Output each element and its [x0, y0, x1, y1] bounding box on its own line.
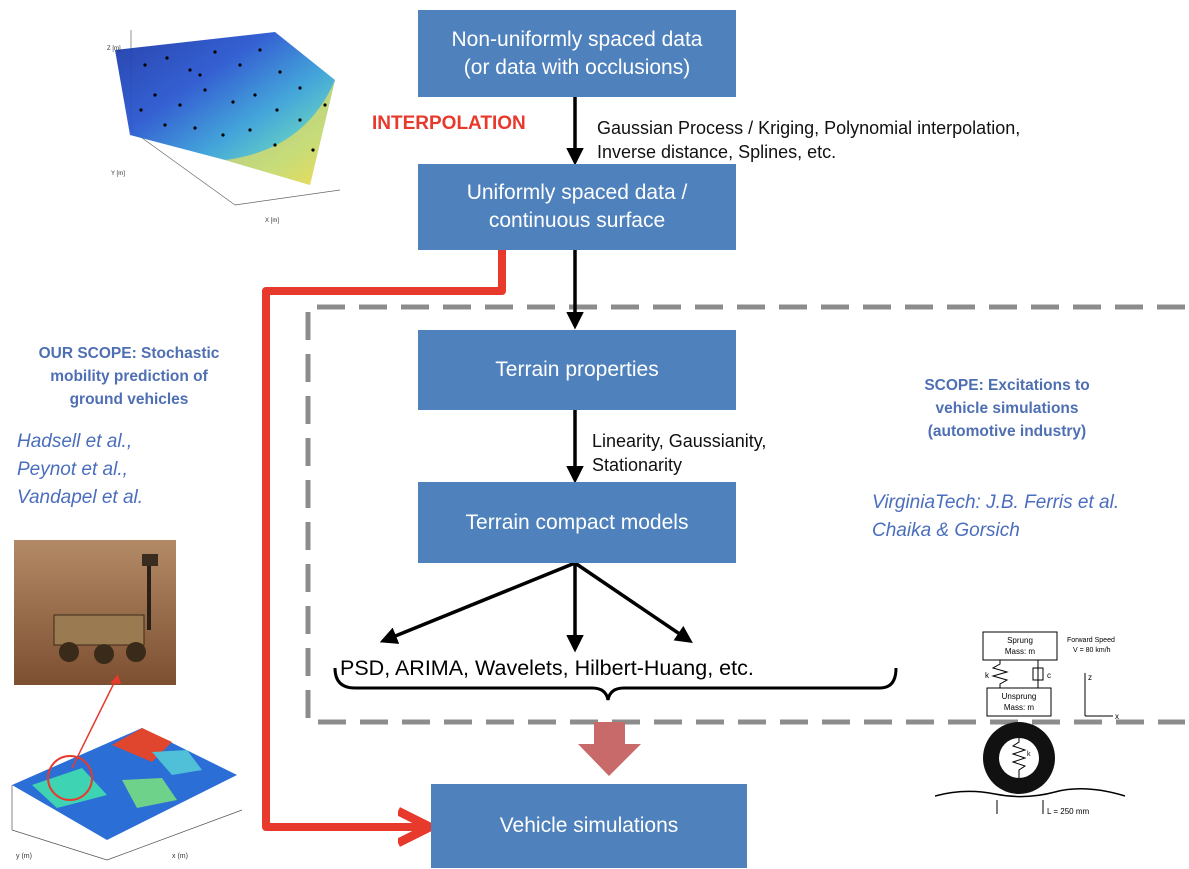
forward-speed-line1: Forward Speed	[1067, 637, 1115, 644]
surface-plot-zlabel: Z [m]	[107, 46, 121, 52]
auto-scope-title: SCOPE: Excitations to vehicle simulation…	[896, 374, 1118, 443]
interpolation-methods-line2: Inverse distance, Splines, etc.	[597, 142, 837, 162]
box-vehicle-simulations: Vehicle simulations	[431, 784, 747, 868]
surface-plot-xlabel: X [m]	[265, 218, 279, 224]
scope-dashed-border	[305, 304, 1185, 725]
ref-chaika: Chaika & Gorsich	[872, 520, 1020, 541]
arrow-models-to-hilbert	[574, 561, 693, 643]
models-brace	[333, 667, 898, 701]
base-length-label: L = 250 mm	[1047, 807, 1090, 816]
forward-speed-line2: V = 80 km/h	[1073, 647, 1111, 654]
box-vehicle-simulations-label: Vehicle simulations	[499, 814, 679, 837]
our-scope-references: Hadsell et al., Peynot et al., Vandapel …	[17, 428, 143, 512]
terrain-tests-line2: Stationarity	[592, 455, 683, 475]
box-nonuniform-line1: Non-uniformly spaced data	[451, 27, 703, 51]
surface-plot-ylabel: Y [m]	[111, 171, 125, 177]
box-compact-models-label: Terrain compact models	[465, 510, 689, 534]
terrain-tests: Linearity, Gaussianity, Stationarity	[592, 429, 766, 477]
terrain-plot-xlabel: x (m)	[172, 853, 188, 860]
sprung-mass-line2: Mass: m	[1005, 647, 1036, 656]
models-to-simulation-arrow	[578, 722, 641, 776]
box-uniform-data: Uniformly spaced data / continuous surfa…	[418, 164, 736, 250]
box-nonuniform-line2: (or data with occlusions)	[463, 55, 691, 79]
terrain-colormap-plot: y (m) x (m)	[11, 728, 243, 861]
surface-plot-3d: X [m] Y [m] Z [m]	[107, 30, 341, 224]
box-terrain-properties-label: Terrain properties	[495, 358, 659, 381]
unsprung-mass-line2: Mass: m	[1004, 703, 1035, 712]
ref-peynot: Peynot et al.,	[17, 459, 128, 480]
ref-virginiatech: VirginiaTech: J.B. Ferris et al.	[872, 492, 1120, 513]
model-types-list: PSD, ARIMA, Wavelets, Hilbert-Huang, etc…	[340, 656, 754, 680]
interpolation-label: INTERPOLATION	[372, 113, 526, 134]
terrain-tests-line1: Linearity, Gaussianity,	[592, 431, 767, 451]
rover-photo	[14, 540, 176, 685]
axis-z-label: z	[1088, 673, 1092, 682]
damper-cs-label: c	[1047, 671, 1051, 680]
box-uniform-line2: continuous surface	[488, 209, 666, 232]
our-scope-line3: ground vehicles	[69, 391, 189, 408]
interpolation-methods: Gaussian Process / Kriging, Polynomial i…	[597, 116, 1020, 164]
our-scope-line1: OUR SCOPE: Stochastic	[38, 345, 220, 362]
terrain-plot-ylabel: y (m)	[16, 853, 32, 860]
auto-scope-line1: SCOPE: Excitations to	[924, 377, 1090, 394]
red-bypass-arrow	[262, 250, 506, 827]
tire-kt-label: k	[1027, 751, 1031, 758]
our-scope-title: OUR SCOPE: Stochastic mobility predictio…	[18, 342, 240, 411]
spring-ks-label: k	[985, 671, 990, 680]
unsprung-mass-line1: Unsprung	[1002, 692, 1037, 701]
arrow-models-to-psd	[379, 561, 576, 644]
sample-points	[139, 48, 327, 152]
box-terrain-compact-models: Terrain compact models	[418, 482, 736, 563]
quarter-car-model: Sprung Mass: m Forward Speed V = 80 km/h…	[935, 631, 1126, 816]
box-terrain-properties: Terrain properties	[418, 330, 736, 410]
box-nonuniform-data: Non-uniformly spaced data (or data with …	[418, 10, 736, 97]
box-uniform-line1: Uniformly spaced data /	[466, 181, 688, 204]
axis-x-label: x	[1115, 712, 1119, 721]
our-scope-line2: mobility prediction of	[50, 368, 208, 385]
auto-scope-line2: vehicle simulations	[935, 400, 1079, 417]
sprung-mass-line1: Sprung	[1007, 636, 1033, 645]
ref-hadsell: Hadsell et al.,	[17, 431, 133, 452]
auto-scope-references: VirginiaTech: J.B. Ferris et al. Chaika …	[872, 489, 1119, 545]
interpolation-methods-line1: Gaussian Process / Kriging, Polynomial i…	[597, 118, 1021, 138]
ref-vandapel: Vandapel et al.	[17, 487, 144, 508]
auto-scope-line3: (automotive industry)	[927, 423, 1087, 440]
